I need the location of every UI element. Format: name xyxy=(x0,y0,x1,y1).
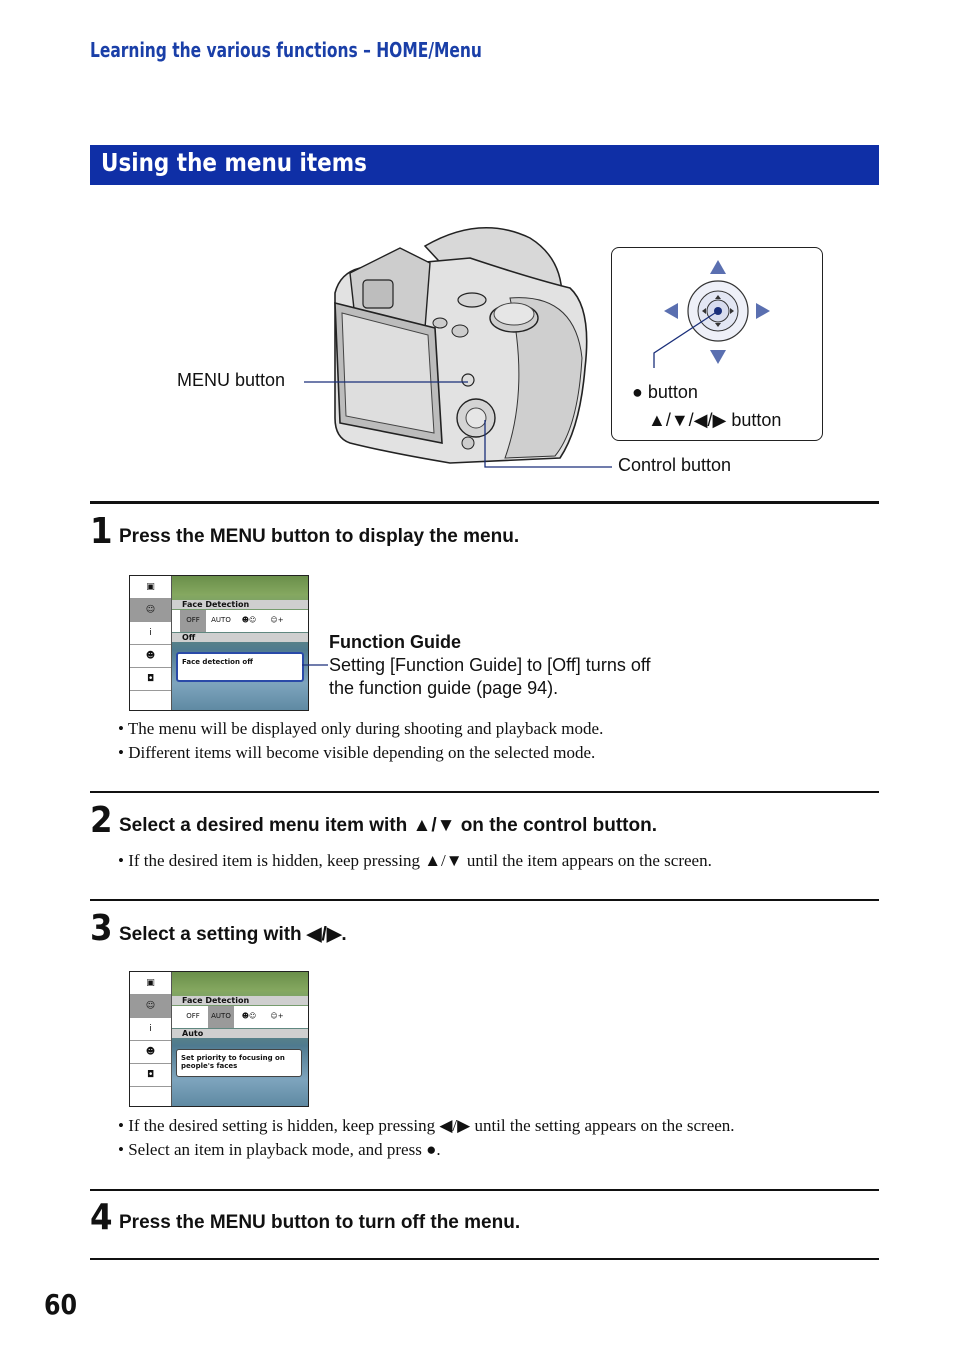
arrows-button-label: ▲/▼/◀/▶ button xyxy=(648,410,782,430)
guide-line-1: Set priority to focusing on xyxy=(181,1054,285,1062)
step-3-number: 3 xyxy=(90,908,113,949)
function-guide-title: Function Guide xyxy=(329,632,461,652)
option-child-icon: ☻☺ xyxy=(241,1012,257,1020)
step-3-bullet-1: • If the desired setting is hidden, keep… xyxy=(118,1116,735,1135)
option-adult-icon: ☺+ xyxy=(270,616,284,624)
menu-icon-scene: ▣ xyxy=(130,576,171,599)
section-header-bar xyxy=(90,145,879,185)
menu-icon-settings: ◘ xyxy=(130,1064,171,1087)
option-row: OFF AUTO ☻☺ ☺+ xyxy=(172,1006,308,1028)
control-pad-icon xyxy=(653,260,770,368)
guide-leader-line xyxy=(302,664,328,666)
current-setting: Auto xyxy=(172,1029,308,1038)
function-guide-box: Face detection off xyxy=(176,652,304,682)
step-1-bullet-2: • Different items will become visible de… xyxy=(118,743,596,762)
step-3-text: Select a setting with ◀/▶. xyxy=(119,924,347,945)
guide-line-2: people's faces xyxy=(181,1062,238,1070)
scene-photo xyxy=(172,576,308,710)
menu-icon-settings: ◘ xyxy=(130,668,171,691)
center-button-label: ● button xyxy=(632,382,698,402)
option-auto: AUTO xyxy=(211,616,231,624)
scene-photo xyxy=(172,972,308,1106)
step-2-bullet-1: • If the desired item is hidden, keep pr… xyxy=(118,851,712,870)
control-button-label: Control button xyxy=(618,455,732,475)
step-1-bullet-1: • The menu will be displayed only during… xyxy=(118,719,604,738)
option-off: OFF xyxy=(180,610,206,632)
menu-icon-iso: i xyxy=(130,622,171,645)
menu-button-label: MENU button xyxy=(177,370,286,390)
option-off: OFF xyxy=(186,1012,200,1020)
menu-icon-smile: ☻ xyxy=(130,645,171,668)
leader-lines xyxy=(304,381,612,468)
page-number: 60 xyxy=(44,1288,78,1321)
option-adult-icon: ☺+ xyxy=(270,1012,284,1020)
menu-icon-face-detection: ☺ xyxy=(130,599,171,622)
function-guide-box: Set priority to focusing on people's fac… xyxy=(176,1049,302,1077)
function-guide-line-1: Setting [Function Guide] to [Off] turns … xyxy=(329,655,651,675)
step-4-text: Press the MENU button to turn off the me… xyxy=(119,1212,521,1233)
menu-icon-iso: i xyxy=(130,1018,171,1041)
menu-item-column: ▣ ☺ i ☻ ◘ xyxy=(130,972,172,1106)
step-1-text: Press the MENU button to display the men… xyxy=(119,526,520,547)
current-setting: Off xyxy=(172,633,308,642)
menu-icon-face-detection: ☺ xyxy=(130,995,171,1018)
menu-item-header: Face Detection xyxy=(172,996,308,1005)
menu-icon-smile: ☻ xyxy=(130,1041,171,1064)
running-head: Learning the various functions – HOME/Me… xyxy=(90,38,482,62)
camera-illustration xyxy=(334,227,588,464)
step-divider xyxy=(90,1189,879,1191)
option-child-icon: ☻☺ xyxy=(241,616,257,624)
option-auto: AUTO xyxy=(208,1006,234,1028)
function-guide-line-2: the function guide (page 94). xyxy=(329,678,559,698)
menu-icon-scene: ▣ xyxy=(130,972,171,995)
option-row: OFF AUTO ☻☺ ☺+ xyxy=(172,610,308,632)
menu-screen-off: ▣ ☺ i ☻ ◘ Face Detection OFF AUTO ☻☺ ☺+ … xyxy=(129,575,309,711)
menu-screen-auto: ▣ ☺ i ☻ ◘ Face Detection OFF AUTO ☻☺ ☺+ … xyxy=(129,971,309,1107)
step-2-number: 2 xyxy=(90,800,113,841)
step-divider xyxy=(90,791,879,793)
control-button-inset xyxy=(611,247,823,441)
step-1-number: 1 xyxy=(90,511,113,552)
step-divider xyxy=(90,1258,879,1260)
step-divider xyxy=(90,899,879,901)
step-divider xyxy=(90,501,879,504)
menu-item-column: ▣ ☺ i ☻ ◘ xyxy=(130,576,172,710)
step-2-text: Select a desired menu item with ▲/▼ on t… xyxy=(119,815,657,836)
step-3-bullet-2: • Select an item in playback mode, and p… xyxy=(118,1140,441,1159)
section-title: Using the menu items xyxy=(101,148,367,177)
menu-item-header: Face Detection xyxy=(172,600,308,609)
step-4-number: 4 xyxy=(90,1197,113,1238)
